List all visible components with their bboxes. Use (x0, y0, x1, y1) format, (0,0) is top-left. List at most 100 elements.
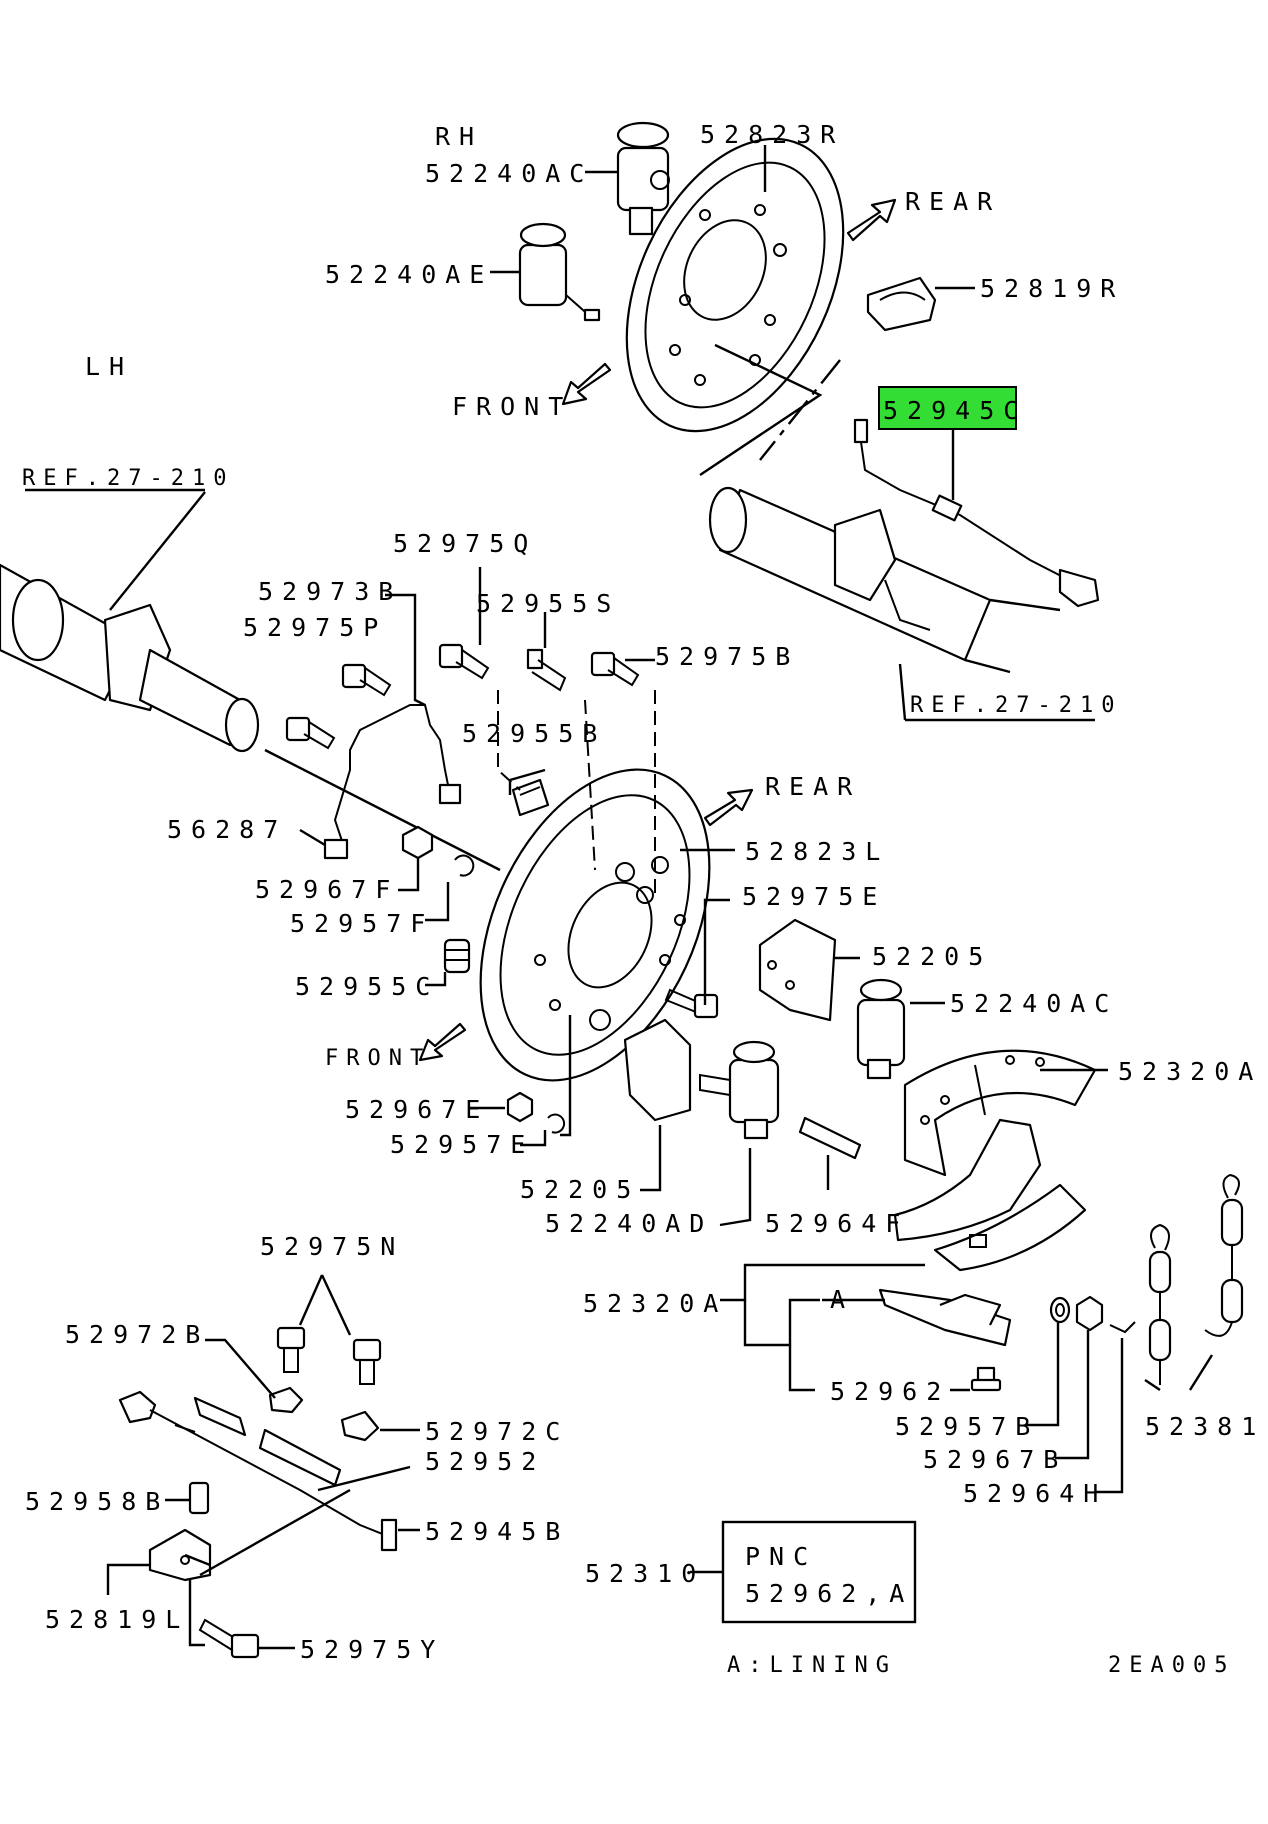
clip-52964H (1109, 1321, 1136, 1334)
label-52952: 52952 (425, 1447, 545, 1476)
abs-sensor-cable-rh (853, 418, 1100, 608)
pnc-box-line1: PNC (745, 1542, 817, 1571)
label-52975B: 52975B (655, 642, 799, 671)
front-arrow-mid (418, 1022, 467, 1062)
label-ref-left: REF.27-210 (22, 466, 234, 491)
clip-52972C (340, 1410, 380, 1442)
label-52240AD: 52240AD (545, 1209, 713, 1238)
lh-axle-housing (0, 488, 260, 753)
bolt-52975P-a (341, 663, 392, 697)
wheel-cylinder-52240AD (699, 1040, 780, 1140)
label-52964H: 52964H (963, 1479, 1107, 1508)
plate-52205-right (758, 918, 837, 1022)
label-52240AE: 52240AE (325, 260, 493, 289)
label-52967B: 52967B (923, 1445, 1067, 1474)
label-52310: 52310 (585, 1559, 705, 1588)
bolt-52975N-a (276, 1326, 306, 1373)
label-rear-top: REAR (905, 187, 1001, 216)
washer-52957E (547, 1113, 566, 1134)
rh-wheel-cylinder-upper (616, 121, 670, 236)
label-52955C: 52955C (295, 972, 439, 1001)
label-52957B: 52957B (895, 1412, 1039, 1441)
label-52381: 52381 (1145, 1412, 1265, 1441)
label-52957E: 52957E (390, 1130, 534, 1159)
bolt-52975B (590, 651, 640, 687)
pin-52962 (970, 1366, 1002, 1392)
washer-52957B (1049, 1296, 1071, 1324)
springs-52381 (1148, 1173, 1244, 1385)
label-52975Q: 52975Q (393, 529, 537, 558)
nut-52967E (506, 1091, 534, 1123)
bolt-52975E (664, 988, 719, 1019)
label-52320A-right: 52320A (1118, 1057, 1262, 1086)
washer-52957F (454, 854, 475, 877)
brake-pipe (323, 704, 462, 860)
spring-52955C (443, 938, 471, 974)
label-52819L: 52819L (45, 1605, 189, 1634)
pnc-box-line2: 52962,A (745, 1579, 913, 1608)
label-52955B: 52955B (462, 719, 606, 748)
label-56287: 56287 (167, 815, 287, 844)
label-52964F: 52964F (765, 1209, 909, 1238)
label-52967E: 52967E (345, 1095, 489, 1124)
label-52823L: 52823L (745, 837, 889, 866)
bracket-52819L (148, 1528, 212, 1582)
label-front-mid: FRONT (325, 1046, 431, 1071)
rh-anchor-bracket (866, 276, 937, 332)
label-52205-right: 52205 (872, 942, 992, 971)
sensor-52945B (118, 1390, 398, 1552)
front-arrow-top (561, 362, 612, 406)
label-lh: LH (85, 352, 133, 381)
clip-52972B (268, 1386, 304, 1414)
rh-axle-housing (708, 486, 1061, 674)
label-rear-mid: REAR (765, 772, 861, 801)
label-52819R: 52819R (980, 274, 1124, 303)
label-52972C: 52972C (425, 1417, 569, 1446)
rear-arrow-top (846, 198, 897, 242)
label-52975Y: 52975Y (300, 1635, 444, 1664)
label-52958B: 52958B (25, 1487, 169, 1516)
brake-shoe-52320A-lower (893, 1118, 1087, 1272)
lining-A (878, 1288, 1012, 1347)
label-52945B: 52945B (425, 1517, 569, 1546)
rear-arrow-mid (703, 788, 754, 827)
label-52975N: 52975N (260, 1232, 404, 1261)
highlight-52945C (878, 386, 1017, 430)
label-52975E: 52975E (742, 882, 886, 911)
bolt-52975Y (198, 1618, 260, 1659)
label-52975P: 52975P (243, 613, 387, 642)
label-52957F: 52957F (290, 909, 434, 938)
nut-52967F (401, 825, 434, 860)
label-52240AC-mid: 52240AC (950, 989, 1118, 1018)
label-lining-note: A:LINING (727, 1653, 897, 1678)
bolt-52975P-b (285, 716, 336, 750)
label-52205-left: 52205 (520, 1175, 640, 1204)
wheel-cylinder-52240AC (856, 978, 906, 1080)
label-52823R: 52823R (700, 120, 844, 149)
label-rh: RH (435, 122, 483, 151)
rh-backing-plate (625, 137, 845, 433)
bolt-52975N-b (352, 1338, 382, 1385)
label-52955S: 52955S (476, 589, 620, 618)
lh-backing-plate (479, 768, 711, 1082)
label-52967F: 52967F (255, 875, 399, 904)
label-ref-right: REF.27-210 (910, 693, 1122, 718)
label-52945C: 52945C (883, 396, 1027, 425)
plate-52205-left (623, 1018, 692, 1122)
label-52240AC-top: 52240AC (425, 159, 593, 188)
bolt-52975Q (438, 643, 490, 680)
collar-52958B (188, 1481, 210, 1515)
label-52320A-left: 52320A (583, 1289, 727, 1318)
label-A: A (830, 1285, 854, 1314)
bleeder-52964F (798, 1116, 862, 1160)
diagram-code: 2EA005 (1108, 1653, 1235, 1678)
label-52972B: 52972B (65, 1320, 209, 1349)
spring-52955S (526, 648, 567, 692)
nut-52967B (1075, 1295, 1104, 1332)
pin-52955B (511, 778, 550, 817)
label-front-top: FRONT (452, 392, 572, 421)
brake-shoe-52320A-upper (903, 1049, 1097, 1177)
label-52962: 52962 (830, 1377, 950, 1406)
